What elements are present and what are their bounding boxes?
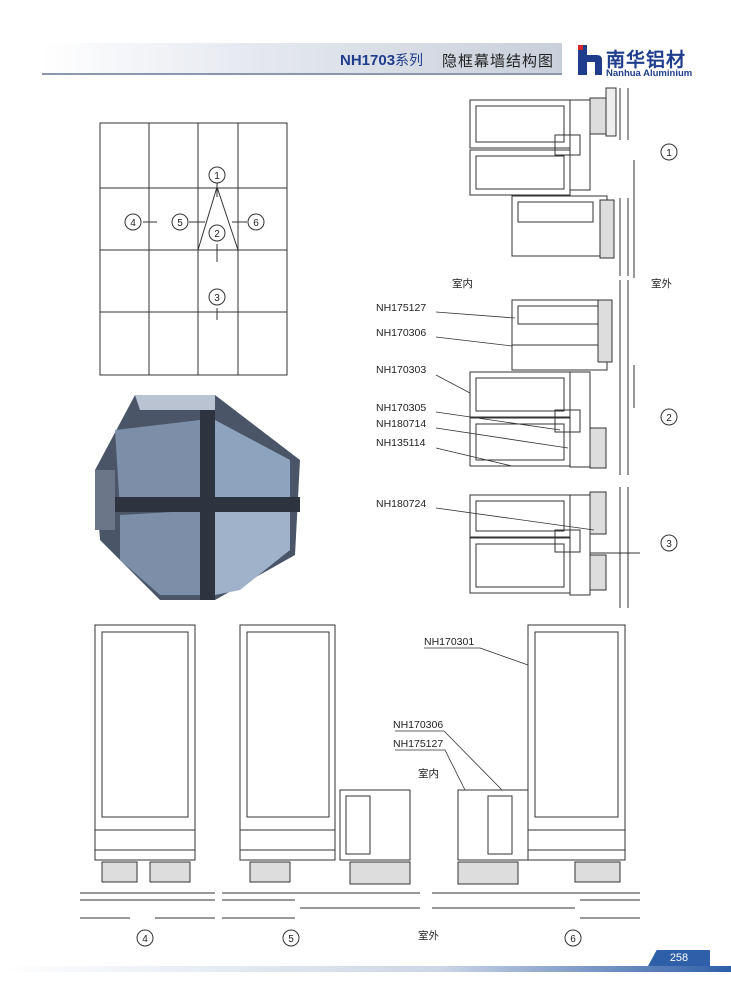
grid-marker-3: 3 [214, 293, 220, 304]
part-label-nh175127: NH175127 [376, 302, 427, 314]
brand-logo-icon [578, 45, 602, 75]
upper-leader-lines [435, 311, 595, 531]
page-title: 隐框幕墙结构图 [442, 53, 555, 70]
lower-outdoor-label: 室外 [418, 930, 439, 942]
part-label-nh170303: NH170303 [376, 364, 427, 376]
grid-marker-4: 4 [130, 218, 136, 229]
section-2-drawing [469, 280, 635, 475]
section-marker-6: 6 [570, 934, 576, 945]
part-label-nh170306: NH170306 [376, 327, 427, 339]
grid-marker-5: 5 [177, 218, 183, 229]
lower-leader-lines [395, 647, 529, 791]
section-marker-2: 2 [666, 413, 672, 424]
section-markers-lower [136, 929, 582, 947]
part-label-nh170301: NH170301 [424, 636, 475, 648]
logo-text-en: Nanhua Aluminium [606, 68, 693, 79]
grid-markers [124, 166, 265, 306]
part-label-nh180714: NH180714 [376, 418, 427, 430]
section-marker-5: 5 [288, 934, 294, 945]
part-label-nh170305: NH170305 [376, 402, 427, 414]
upper-indoor-label: 室内 [452, 278, 473, 290]
part-label-nh170306-lower: NH170306 [393, 719, 444, 731]
section-5-drawing [222, 624, 420, 919]
curtain-wall-3d-illustration [95, 395, 300, 600]
section-3-drawing [469, 487, 640, 608]
page-number: 258 [648, 950, 710, 966]
section-marker-1: 1 [666, 148, 672, 159]
section-marker-3: 3 [666, 539, 672, 550]
grid-marker-2: 2 [214, 229, 220, 240]
page-footer-line [0, 966, 731, 972]
part-label-nh135114: NH135114 [376, 437, 426, 449]
section-1-drawing [469, 87, 635, 278]
part-label-nh175127-lower: NH175127 [393, 738, 444, 750]
grid-elevation [99, 122, 288, 376]
section-markers-upper [660, 143, 678, 552]
section-marker-4: 4 [142, 934, 148, 945]
lower-indoor-label: 室内 [418, 768, 439, 780]
part-label-nh180724: NH180724 [376, 498, 427, 510]
upper-outdoor-label: 室外 [651, 278, 672, 290]
logo-text-cn: 南华铝材 [606, 50, 687, 71]
section-4-drawing [80, 624, 215, 919]
grid-marker-6: 6 [253, 218, 259, 229]
header-bar [42, 43, 562, 75]
grid-marker-1: 1 [214, 171, 220, 182]
section-6-drawing [432, 624, 640, 919]
series-name: NH1703系列 [340, 52, 424, 69]
